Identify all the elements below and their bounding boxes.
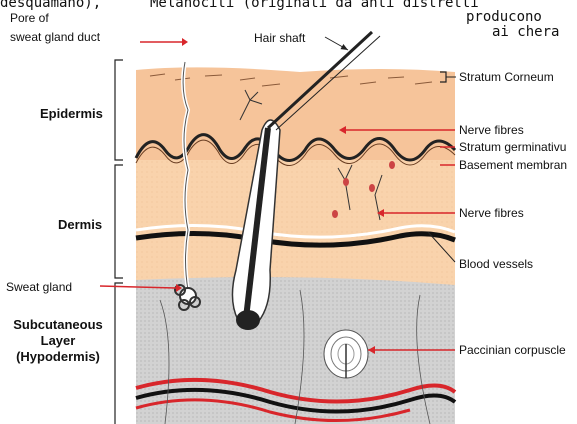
label-sweat-gland: Sweat gland — [6, 280, 72, 294]
label-hair-shaft: Hair shaft — [254, 31, 305, 45]
label-subcutaneous-line2: Layer — [6, 334, 110, 348]
label-stratum-corneum: Stratum Corneum — [459, 70, 554, 84]
overlay-text-line1-left: desquamano), — [0, 0, 101, 11]
label-basement-membrane: Basement membran — [459, 158, 567, 172]
paccinian-corpuscle — [324, 330, 368, 378]
label-subcutaneous-line3: (Hypodermis) — [6, 350, 110, 364]
overlay-text-line1-right: Melanociti (originati da anti distretti — [150, 0, 479, 11]
label-pore-line1: Pore of — [10, 11, 49, 25]
overlay-text-line3: ai chera — [492, 25, 559, 40]
label-subcutaneous-line1: Subcutaneous — [6, 318, 110, 332]
label-dermis: Dermis — [58, 218, 102, 232]
label-nerve-fibres-top: Nerve fibres — [459, 123, 524, 137]
hair-bulb — [236, 310, 260, 330]
overlay-text-line2: producono — [466, 10, 542, 25]
label-blood-vessels: Blood vessels — [459, 257, 533, 271]
label-stratum-germinativum: Stratum germinativu — [459, 140, 566, 154]
label-paccinian-corpuscle: Paccinian corpuscle — [459, 343, 566, 357]
label-pore-line2: sweat gland duct — [10, 30, 100, 44]
label-epidermis: Epidermis — [40, 107, 103, 121]
label-nerve-fibres-mid: Nerve fibres — [459, 206, 524, 220]
